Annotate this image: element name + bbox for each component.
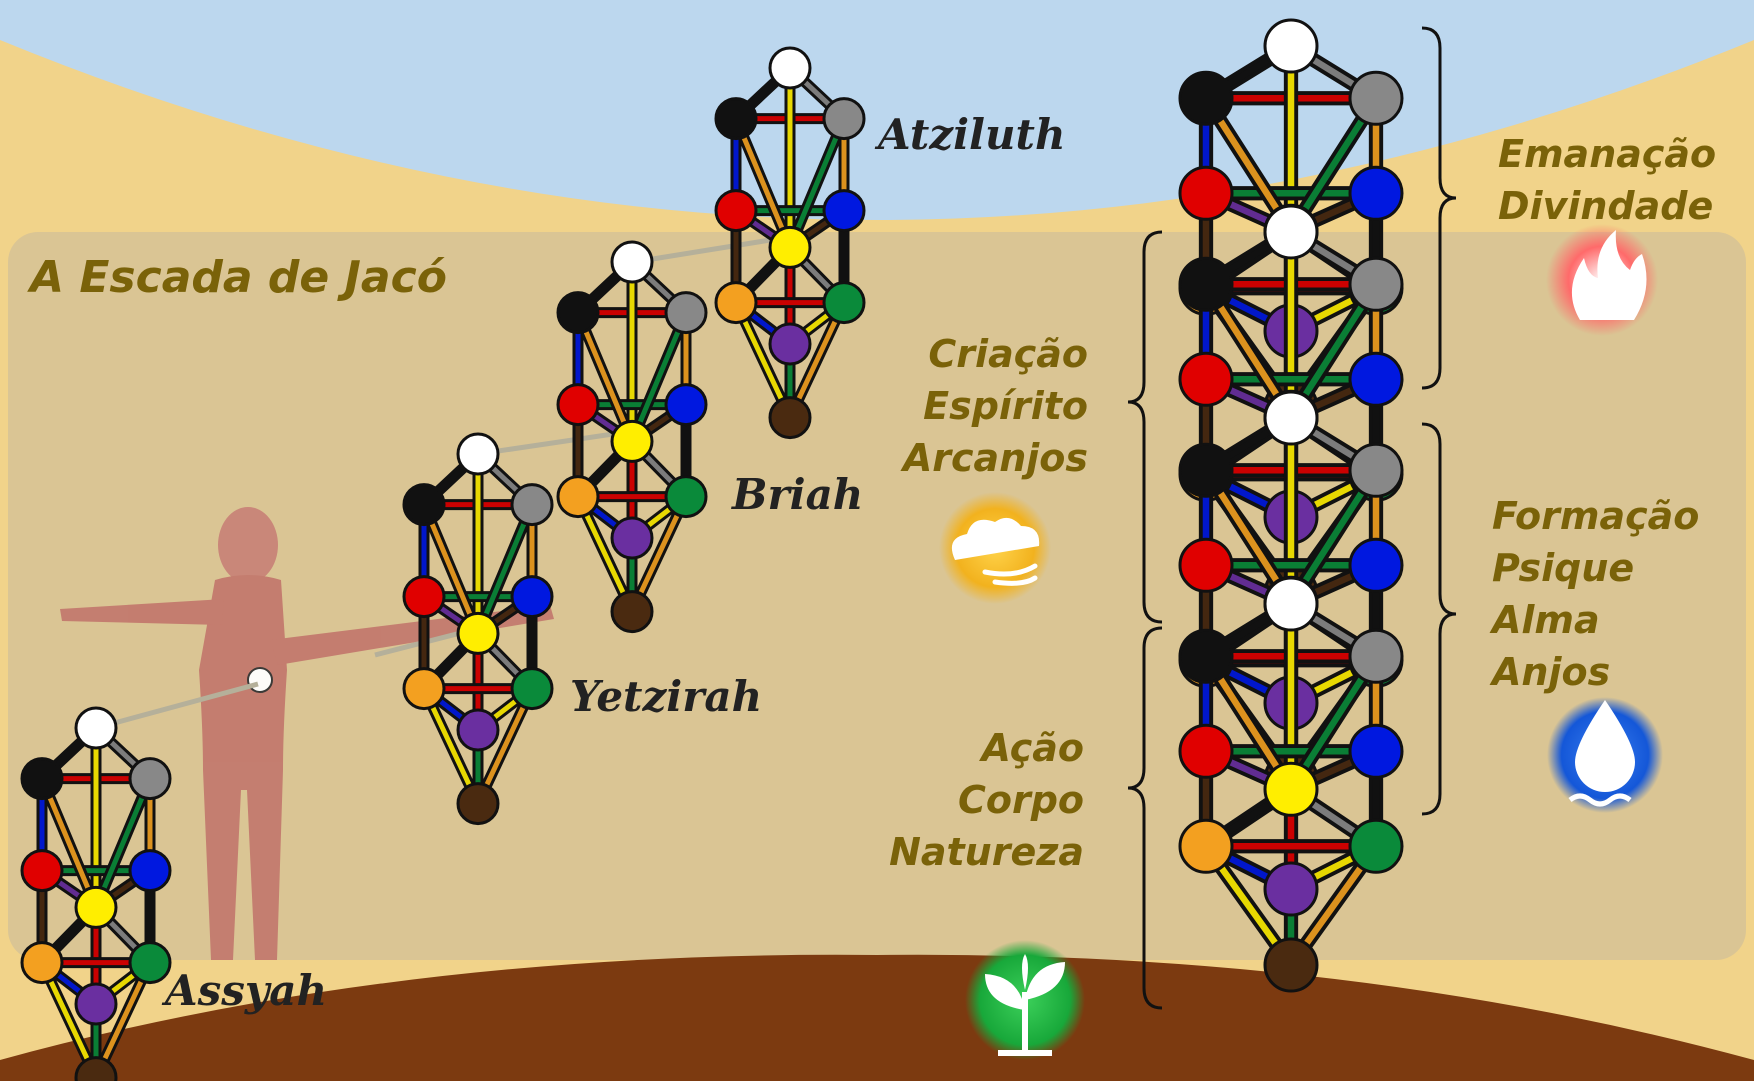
sephira-node: [558, 293, 598, 333]
sephira-node: [824, 99, 864, 139]
level-formation-line: Anjos: [1492, 646, 1699, 698]
level-formation-line: Alma: [1492, 594, 1699, 646]
sephira-node: [1265, 863, 1317, 915]
sephira-node: [1350, 353, 1402, 405]
sephira-node: [1265, 763, 1317, 815]
sephira-node: [76, 1058, 116, 1081]
level-creation: Criação Espírito Arcanjos: [903, 328, 1088, 484]
sephira-node: [770, 398, 810, 438]
level-creation-line: Arcanjos: [903, 432, 1088, 484]
sephira-node: [716, 191, 756, 231]
sephira-node: [512, 577, 552, 617]
tree-assyah: [22, 708, 170, 1081]
sephira-node: [404, 577, 444, 617]
sephira-node: [1350, 820, 1402, 872]
level-emanation-line: Emanação: [1498, 128, 1716, 180]
world-label-assyah: Assyah: [165, 966, 327, 1015]
level-formation-line: Formação: [1492, 490, 1699, 542]
sephira-node: [1350, 258, 1402, 310]
world-label-yetzirah: Yetzirah: [570, 672, 762, 721]
sephira-node: [1350, 630, 1402, 682]
sephira-node: [458, 784, 498, 824]
sephira-node: [458, 613, 498, 653]
sephira-node: [1180, 820, 1232, 872]
sephira-node: [824, 283, 864, 323]
level-creation-line: Espírito: [903, 380, 1088, 432]
sephira-node: [512, 485, 552, 525]
sephira-node: [76, 708, 116, 748]
sephira-node: [1265, 578, 1317, 630]
sephira-node: [1180, 72, 1232, 124]
world-label-briah: Briah: [732, 470, 863, 519]
sephira-node: [458, 710, 498, 750]
sephira-node: [1350, 725, 1402, 777]
sephira-node: [1350, 167, 1402, 219]
sephira-node: [512, 669, 552, 709]
sephira-node: [22, 759, 62, 799]
sephira-node: [824, 191, 864, 231]
sephira-node: [612, 421, 652, 461]
sephira-node: [612, 592, 652, 632]
sephira-node: [1350, 444, 1402, 496]
sephira-node: [404, 485, 444, 525]
sephira-node: [770, 48, 810, 88]
sephira-node: [22, 851, 62, 891]
sephira-node: [558, 385, 598, 425]
level-creation-line: Criação: [903, 328, 1088, 380]
sephira-node: [404, 669, 444, 709]
sephira-node: [130, 943, 170, 983]
sephira-node: [666, 293, 706, 333]
sephira-node: [612, 242, 652, 282]
tree-yetzirah: [404, 434, 552, 824]
sephira-node: [558, 477, 598, 517]
level-action: Ação Corpo Natureza: [889, 722, 1084, 878]
tree-atziluth: [716, 48, 864, 438]
sephira-node: [770, 227, 810, 267]
sephira-node: [1180, 630, 1232, 682]
sephira-node: [1180, 167, 1232, 219]
level-emanation: Emanação Divindade: [1498, 128, 1716, 232]
sephira-node: [1265, 206, 1317, 258]
sephira-node: [1265, 939, 1317, 991]
sephira-node: [716, 99, 756, 139]
sephira-node: [1180, 539, 1232, 591]
sephira-node: [76, 984, 116, 1024]
level-action-line: Ação: [889, 722, 1084, 774]
sephira-node: [612, 518, 652, 558]
sephira-node: [130, 759, 170, 799]
ladder-tree-4: [1180, 578, 1402, 991]
level-action-line: Corpo: [889, 774, 1084, 826]
level-formation-line: Psique: [1492, 542, 1699, 594]
diagram-title: A Escada de Jacó: [30, 252, 447, 303]
sephira-node: [770, 324, 810, 364]
sephira-node: [1350, 539, 1402, 591]
sephira-node: [76, 887, 116, 927]
sephira-node: [1180, 353, 1232, 405]
sephira-node: [1265, 20, 1317, 72]
sephira-node: [666, 385, 706, 425]
level-emanation-line: Divindade: [1498, 180, 1716, 232]
sephira-node: [458, 434, 498, 474]
level-formation: Formação Psique Alma Anjos: [1492, 490, 1699, 698]
sephira-node: [1180, 444, 1232, 496]
sephira-node: [1180, 258, 1232, 310]
sephira-node: [1350, 72, 1402, 124]
level-action-line: Natureza: [889, 826, 1084, 878]
sephira-node: [22, 943, 62, 983]
sephira-node: [1180, 725, 1232, 777]
sephira-node: [716, 283, 756, 323]
sephira-node: [1265, 392, 1317, 444]
sephira-node: [666, 477, 706, 517]
world-label-atziluth: Atziluth: [878, 110, 1065, 159]
sephira-node: [130, 851, 170, 891]
tree-briah: [558, 242, 706, 632]
